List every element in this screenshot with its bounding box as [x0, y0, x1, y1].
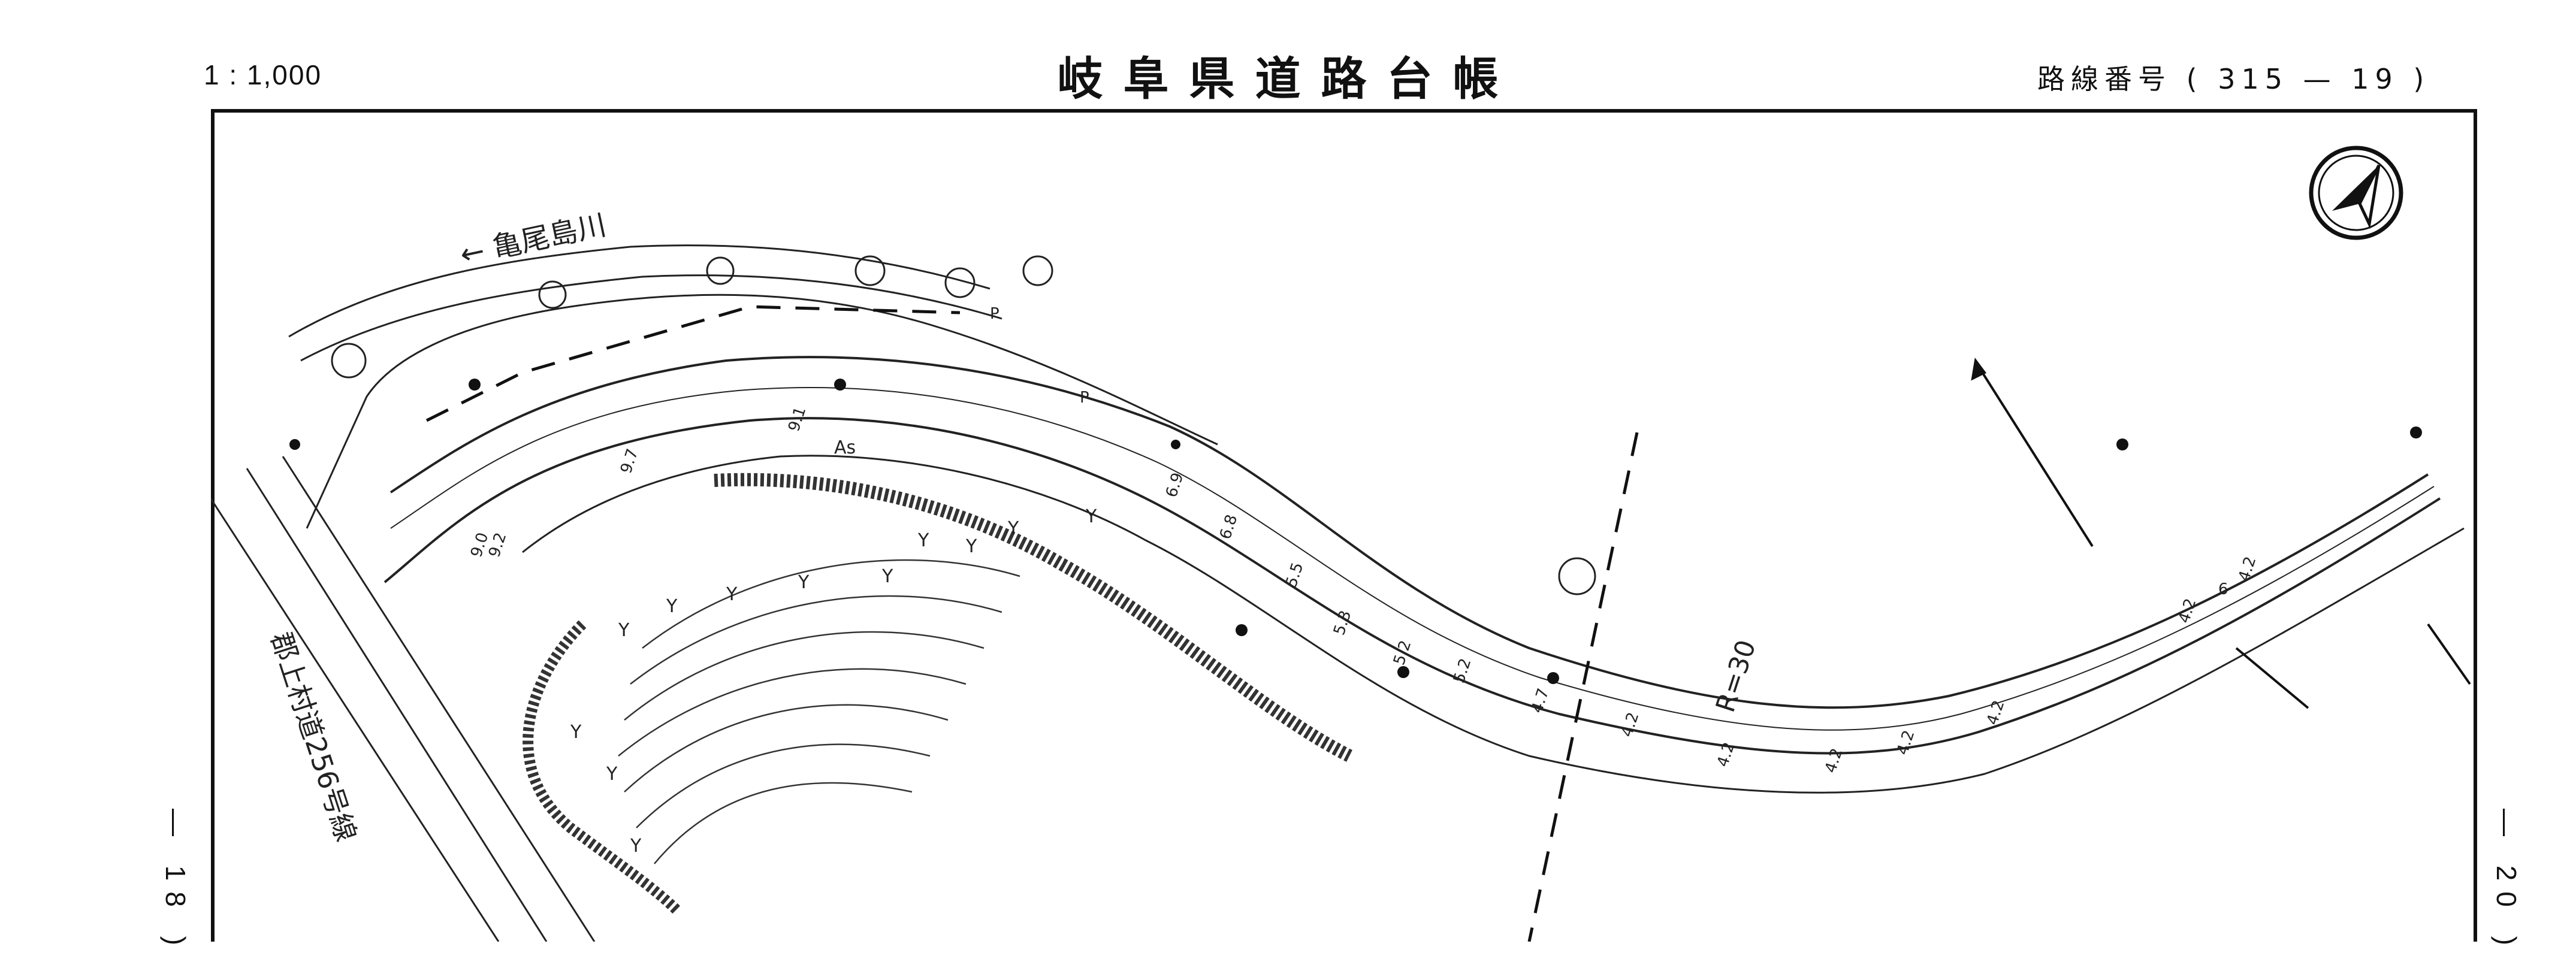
svg-text:9.1: 9.1 [785, 405, 810, 434]
svg-text:4.2: 4.2 [1822, 746, 1846, 776]
svg-text:Y: Y [881, 566, 893, 587]
road-map: ← 亀尾島川 郡上村道256号線 R=30 As 9.0 9.2 9.7 9.1… [211, 146, 2471, 942]
boundary-lines [425, 305, 1639, 942]
svg-text:Y: Y [606, 764, 618, 785]
svg-text:P: P [1080, 389, 1089, 407]
map-frame [211, 109, 2477, 942]
direction-arrows [1971, 358, 2471, 709]
map-scale: 1 : 1,000 [204, 59, 322, 90]
route-value: ( 315 — 19 ) [2186, 63, 2430, 95]
svg-text:4.2: 4.2 [1894, 728, 1918, 758]
river-label: ← 亀尾島川 [457, 208, 609, 272]
route-label: 路線番号 [2037, 63, 2172, 95]
svg-text:4.2: 4.2 [1618, 710, 1642, 740]
road-edges [383, 356, 2465, 794]
svg-text:Y: Y [1007, 518, 1019, 539]
svg-text:Y: Y [917, 530, 929, 551]
surface-label: As [834, 437, 856, 458]
route-number: 路線番号 ( 315 — 19 ) [2037, 58, 2430, 97]
svg-text:← 亀尾島川: ← 亀尾島川 [457, 208, 609, 272]
slope-marks: Y Y Y Y Y Y Y Y Y Y Y Y [570, 506, 1097, 857]
svg-text:6.9: 6.9 [1162, 471, 1187, 500]
svg-text:Y: Y [666, 596, 678, 617]
svg-text:Y: Y [965, 536, 977, 557]
svg-text:9.7: 9.7 [617, 447, 642, 476]
side-road [211, 456, 596, 942]
trees [331, 255, 1596, 595]
river-bank [288, 244, 1218, 529]
svg-text:5.5: 5.5 [1282, 561, 1307, 590]
svg-text:Y: Y [570, 722, 582, 743]
svg-text:Y: Y [726, 584, 738, 605]
svg-text:Y: Y [630, 836, 642, 857]
svg-text:5.2: 5.2 [1390, 639, 1415, 668]
svg-text:9.2: 9.2 [485, 531, 510, 560]
svg-text:4.2: 4.2 [2175, 597, 2200, 626]
poles [289, 379, 2422, 684]
retaining-wall [714, 473, 1352, 762]
north-arrow-icon [2309, 146, 2403, 240]
svg-text:Y: Y [798, 572, 810, 593]
page-number-right-text: — 20 ) [2491, 809, 2522, 956]
svg-text:Y: Y [618, 620, 630, 641]
side-road-label: 郡上村道256号線 [265, 628, 363, 846]
curve-radius-label: R=30 [1710, 636, 1762, 716]
svg-text:6: 6 [2218, 580, 2228, 598]
svg-text:P: P [990, 305, 999, 323]
slope-contours [618, 559, 1020, 864]
svg-text:6.8: 6.8 [1216, 513, 1241, 542]
page-number-left: — 18 ) [150, 809, 210, 956]
svg-text:Y: Y [1085, 506, 1097, 527]
svg-text:5.2: 5.2 [1450, 657, 1475, 686]
page-number-right: — 20 ) [2481, 809, 2541, 956]
page-number-left-text: — 18 ) [160, 809, 191, 956]
page-title: 岐阜県道路台帳 [1057, 52, 1519, 105]
p-markers: P P [990, 305, 1089, 407]
retaining-wall-left [523, 620, 682, 916]
svg-text:4.2: 4.2 [2235, 555, 2260, 584]
